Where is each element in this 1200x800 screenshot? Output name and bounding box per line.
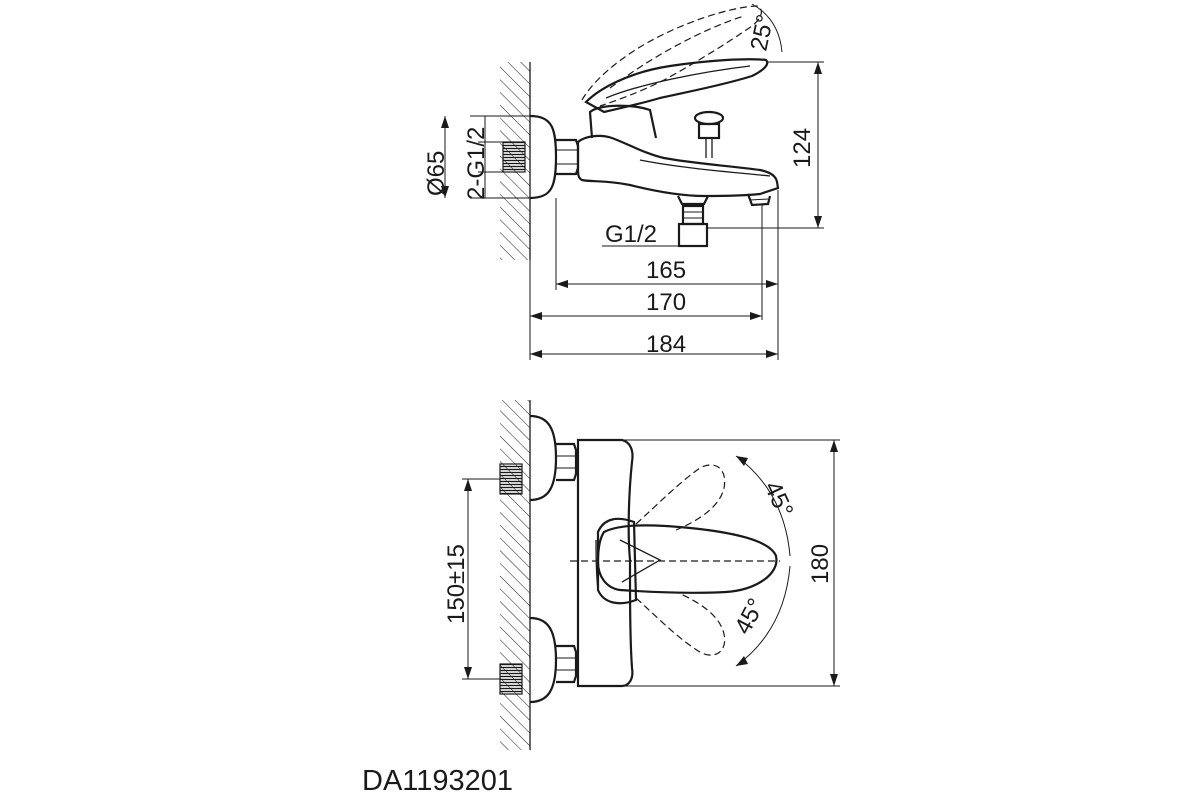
dim-flange-line — [441, 116, 449, 198]
lower-inlet — [499, 616, 578, 704]
lever-raised-position — [581, 5, 762, 107]
top-view: 45° 45° 180 150±15 — [443, 400, 840, 750]
connection-nut — [556, 138, 580, 176]
dim-length-2: 170 — [646, 289, 686, 316]
dim-flange-diameter: Ø65 — [423, 151, 450, 196]
dim-lever-angle: 25° — [745, 12, 779, 53]
dim-length-3: 184 — [646, 331, 686, 358]
top-wall-section — [500, 400, 531, 750]
side-view: 25° 124 Ø65 2-G1/2 G1/2 — [423, 3, 824, 360]
dim-angle-lower: 45° — [729, 594, 770, 639]
wall-flange — [529, 114, 558, 200]
diverter-knob — [693, 110, 725, 158]
hose-outlet — [677, 195, 709, 248]
dim-height-line — [760, 61, 824, 229]
cartridge-housing — [588, 104, 658, 139]
inlet-thread — [478, 141, 526, 173]
model-code: DA1193201 — [362, 765, 513, 797]
dim-length-184-line — [530, 350, 778, 358]
upper-inlet — [499, 414, 578, 502]
lever-handle — [584, 58, 769, 114]
dim-center-distance-line — [462, 478, 500, 680]
top-cartridge — [596, 517, 638, 605]
top-body — [576, 438, 634, 688]
dim-outlet-thread: G1/2 — [605, 221, 657, 248]
dim-width-line — [622, 439, 840, 687]
top-lever-upper-position — [635, 464, 726, 531]
dim-inlet-thread: 2-G1/2 — [463, 127, 490, 200]
dim-center-distance: 150±15 — [443, 544, 470, 624]
top-lever-handle — [596, 524, 778, 594]
dim-height: 124 — [789, 128, 816, 168]
dim-width: 180 — [807, 544, 834, 584]
dim-length-165-line — [556, 280, 778, 288]
dim-length-1: 165 — [646, 257, 686, 284]
top-lever-lower-position — [635, 591, 726, 656]
dim-length-170-line — [530, 312, 762, 320]
mixer-body — [576, 134, 780, 198]
